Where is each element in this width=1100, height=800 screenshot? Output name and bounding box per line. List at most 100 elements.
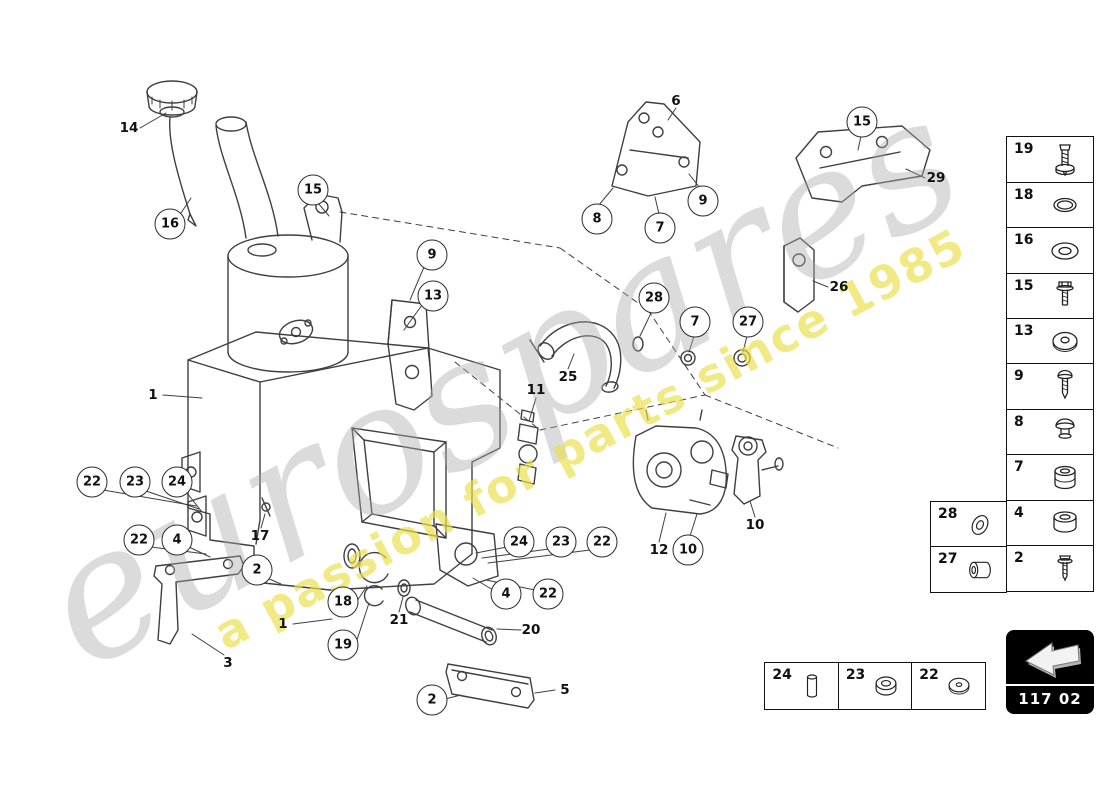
legend-item-15[interactable]: 15 (1006, 272, 1094, 320)
small-bracket-26 (783, 237, 815, 313)
pin-20 (405, 596, 497, 646)
small-screw-icon (1045, 549, 1085, 589)
callout-10[interactable]: 10 (672, 534, 704, 566)
legend-item-27[interactable]: 27 (930, 546, 1007, 593)
legend-item-13[interactable]: 13 (1006, 318, 1094, 366)
callout-23[interactable]: 23 (545, 526, 577, 558)
callout-24[interactable]: 24 (161, 466, 193, 498)
legend-number: 4 (1014, 504, 1024, 521)
callout-22[interactable]: 22 (123, 524, 155, 556)
legend-item-24[interactable]: 24 (764, 662, 840, 710)
legend-item-4[interactable]: 4 (1006, 499, 1094, 547)
legend-item-16[interactable]: 16 (1006, 227, 1094, 275)
legend-number: 15 (1014, 277, 1034, 294)
pan-head-screw-icon (1045, 367, 1085, 407)
legend-number: 9 (1014, 368, 1024, 385)
pin-icon (794, 666, 830, 706)
housing-10 (731, 435, 784, 505)
leader-lines (102, 107, 926, 700)
callout-15[interactable]: 15 (297, 174, 329, 206)
legend-number: 18 (1014, 186, 1034, 203)
legend-number: 16 (1014, 232, 1034, 249)
legend-right-column: 19 18 16 15 13 9 8 7 (1006, 136, 1094, 593)
angled-washer-icon (962, 505, 998, 545)
callout-24[interactable]: 24 (503, 526, 535, 558)
legend-number: 28 (938, 506, 958, 522)
washer-icon (941, 666, 977, 706)
flat-washer-icon (1045, 322, 1085, 362)
callout-20: 20 (521, 622, 541, 638)
legend-item-23[interactable]: 23 (837, 662, 913, 710)
right-bracket (795, 125, 931, 203)
top-bracket (611, 101, 701, 197)
callout-7[interactable]: 7 (679, 306, 711, 338)
circlips (358, 551, 389, 607)
callout-4[interactable]: 4 (490, 578, 522, 610)
legend-item-7[interactable]: 7 (1006, 454, 1094, 502)
callout-28[interactable]: 28 (638, 282, 670, 314)
callout-17: 17 (250, 528, 270, 544)
dipstick (168, 116, 197, 227)
callout-22[interactable]: 22 (76, 466, 108, 498)
callout-6: 6 (671, 93, 681, 109)
callout-25: 25 (558, 369, 578, 385)
oil-tank (227, 193, 349, 373)
filler-neck (215, 116, 279, 239)
callout-8[interactable]: 8 (581, 203, 613, 235)
legend-side-column: 28 (930, 501, 1007, 548)
legend-number: 27 (938, 551, 958, 567)
callout-3: 3 (223, 655, 233, 671)
bushing-icon (962, 550, 998, 590)
callout-7[interactable]: 7 (644, 212, 676, 244)
callout-29: 29 (926, 170, 946, 186)
callout-9[interactable]: 9 (416, 239, 448, 271)
legend-item-19[interactable]: 19 (1006, 136, 1094, 184)
callout-13[interactable]: 13 (417, 280, 449, 312)
callout-26: 26 (829, 279, 849, 295)
callout-12: 12 (649, 542, 669, 558)
part-code-badge: 117 02 (1006, 630, 1094, 714)
legend-item-18[interactable]: 18 (1006, 181, 1094, 229)
washer-21 (397, 579, 411, 597)
large-washer-icon (1045, 231, 1085, 271)
part-code: 117 02 (1006, 684, 1094, 714)
legend-item-2[interactable]: 2 (1006, 545, 1094, 593)
callout-16[interactable]: 16 (154, 208, 186, 240)
callout-21: 21 (389, 612, 409, 628)
container-body (181, 331, 501, 591)
flange-bolt-icon (1045, 276, 1085, 316)
pump-assembly (632, 409, 729, 515)
sensor-11 (517, 409, 539, 485)
legend-side-column: 27 (930, 546, 1007, 593)
callout-19[interactable]: 19 (327, 629, 359, 661)
callout-1: 1 (278, 616, 288, 632)
legend-bottom-row: 24 23 22 (764, 662, 987, 710)
callout-2[interactable]: 2 (241, 554, 273, 586)
callout-4[interactable]: 4 (161, 524, 193, 556)
legend-number: 8 (1014, 413, 1024, 430)
exploded-drawing (102, 80, 931, 709)
callout-23[interactable]: 23 (119, 466, 151, 498)
l-bracket-3 (153, 555, 245, 645)
legend-item-9[interactable]: 9 (1006, 363, 1094, 411)
o-ring-icon (1045, 185, 1085, 225)
spacer-icon (1045, 503, 1085, 543)
callout-27[interactable]: 27 (732, 306, 764, 338)
legend-item-28[interactable]: 28 (930, 501, 1007, 548)
ring-nut-icon (868, 666, 904, 706)
callout-1: 1 (148, 387, 158, 403)
callout-22[interactable]: 22 (532, 578, 564, 610)
legend-item-22[interactable]: 22 (911, 662, 987, 710)
callout-5: 5 (560, 682, 570, 698)
callout-22[interactable]: 22 (586, 526, 618, 558)
callout-15[interactable]: 15 (846, 106, 878, 138)
legend-item-8[interactable]: 8 (1006, 408, 1094, 456)
callout-18[interactable]: 18 (327, 586, 359, 618)
grommet-icon (1045, 458, 1085, 498)
callout-2[interactable]: 2 (416, 684, 448, 716)
callout-9[interactable]: 9 (687, 185, 719, 217)
construction-lines (339, 211, 839, 449)
legend-number: 7 (1014, 459, 1024, 476)
legend-number: 2 (1014, 550, 1024, 567)
direction-arrow-icon (1018, 630, 1082, 684)
